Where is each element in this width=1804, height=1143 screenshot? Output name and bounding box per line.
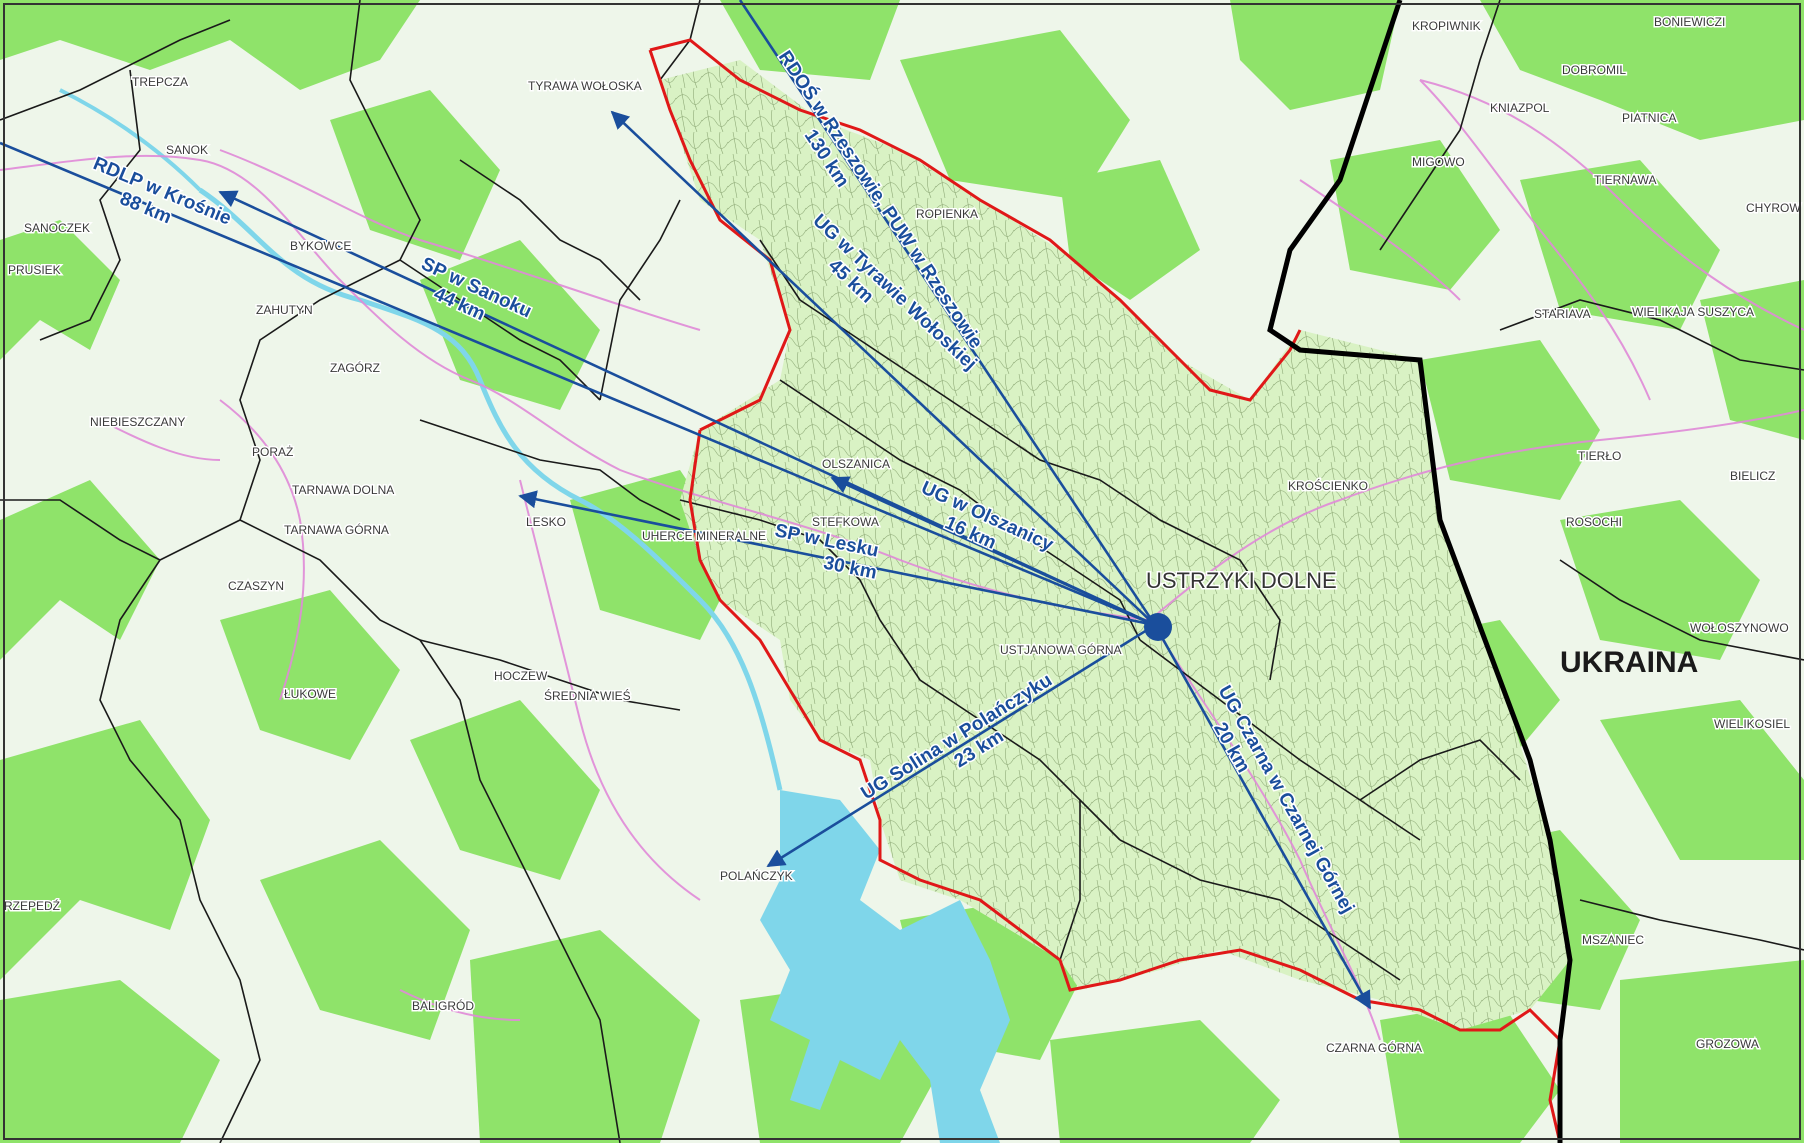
state-border [1267,0,1573,1143]
town-label: TREPCZA [132,75,188,89]
town-label: RZEPEDŹ [4,898,60,913]
town-label: PRUSIEK [8,263,61,277]
town-label: ZAHUTYN [256,303,313,317]
town-label: BYKOWCE [290,239,351,253]
town-label: ROSOCHI [1566,515,1622,529]
town-label: ŁUKOWE [284,687,336,701]
town-label: BIELICZ [1730,469,1775,483]
route-line-ug-tyrawa [610,110,1156,626]
town-label: BONIEWICZI [1654,15,1725,29]
water-layer [59,88,1010,1143]
town-label: CZARNA GÓRNA [1326,1040,1422,1055]
town-label: TARNAWA GÓRNA [284,522,389,537]
map-frame [3,3,1801,1140]
town-label: UHERCE MINERALNE [642,529,766,543]
town-label: ROPIENKA [916,207,978,221]
town-label: MIGOWO [1412,155,1465,169]
route-line-ug-solina [766,623,1156,868]
town-label: KROŚCIENKO [1288,478,1368,493]
town-label: KNIAZPOL [1490,101,1550,115]
route-arrows [0,0,1372,1010]
town-label: KROPIWNIK [1412,19,1481,33]
route-line-sp-lesko [518,490,1156,627]
town-label: GROZOWA [1696,1037,1759,1051]
country-label: UKRAINA [1560,646,1698,679]
town-label: WOŁOSZYNOWO [1690,621,1789,635]
roads-layer [0,79,1804,1041]
town-label: MSZANIEC [1582,933,1644,947]
route-line-ug-czarna [1153,624,1372,1010]
ustrzyki-dolne-marker [1144,613,1172,641]
town-label: OLSZANICA [822,457,890,471]
town-label: WIELIKAJA SUSZYCA [1632,305,1754,319]
main-town-label: USTRZYKI DOLNE [1146,568,1337,593]
town-label: POLAŃCZYK [720,868,793,883]
town-label: TIERNAWA [1594,173,1656,187]
town-label: STEFKOWA [812,515,879,529]
town-label: WIELIKOSIEL [1714,717,1790,731]
town-label: TARNAWA DOLNA [292,483,394,497]
town-label: USTJANOWA GÓRNA [1000,642,1122,657]
town-label: HOCZEW [494,669,548,683]
town-label: SANOCZEK [24,221,90,235]
town-label: STARIAVA [1534,307,1591,321]
town-label: PIATNICA [1622,111,1676,125]
town-label: ZAGÓRZ [330,360,380,375]
route-line-rdos [738,0,1157,626]
town-label: BALIGRÓD [412,998,474,1013]
town-label: PORAŻ [252,445,293,459]
town-label: SANOK [166,143,208,157]
town-label: CZASZYN [228,579,284,593]
town-label: CHYROW [1746,201,1801,215]
town-label: DOBROMIL [1562,63,1626,77]
town-label: TYRAWA WOŁOSKA [528,79,642,93]
town-label: LESKO [526,515,566,529]
town-label: ŚREDNIA WIEŚ [544,688,631,703]
route-line-rdlp [0,141,1156,627]
route-line-ug-olszanica [830,476,1156,627]
town-label: TIERŁO [1578,449,1621,463]
town-labels: TREPCZA SANOK SANOCZEK PRUSIEK BYKOWCE Z… [3,14,1803,1057]
study-area-boundary [648,38,1562,1143]
town-label: NIEBIESZCZANY [90,415,185,429]
